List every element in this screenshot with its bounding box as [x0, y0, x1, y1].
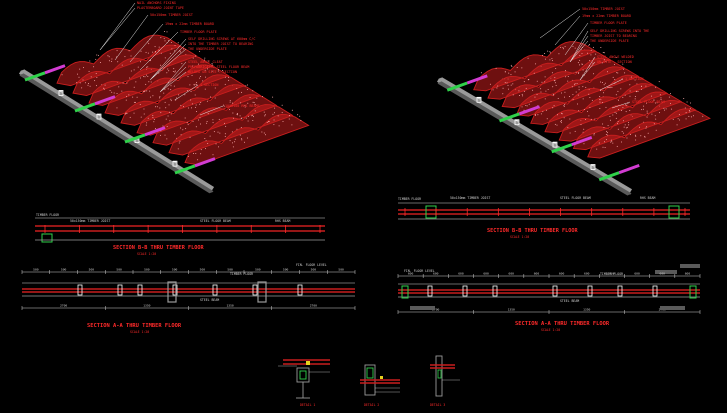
aa-left-dim-top-0: 500 — [33, 268, 39, 272]
aa-left-dim-bottom-2: 1350 — [227, 304, 234, 308]
section-bb-right-title: SECTION B-B THRU TIMBER FLOOR — [487, 228, 578, 234]
aa-left-label-floor: TIMBER FLOOR — [230, 272, 253, 276]
aa-left-dim-top-7: 500 — [227, 268, 233, 272]
bb-right-label-4: RHS BEAM — [640, 196, 655, 200]
aa-left-dim-top-6: 500 — [200, 268, 206, 272]
section-bb-left-scale: SCALE 1:20 — [137, 252, 156, 256]
section-aa-left-title: SECTION A-A THRU TIMBER FLOOR — [87, 323, 182, 329]
aa-right-dim-top-4: 600 — [509, 272, 515, 276]
aa-left-dim-top-8: 500 — [255, 268, 261, 272]
bb-right-label-1: TIMBER FLOOR — [398, 197, 421, 201]
detail-2-label: DETAIL 2 — [364, 403, 379, 407]
aa-left-label-beam: STEEL BEAM — [200, 298, 219, 302]
iso-left-note-3: 19mm x 22mm TIMBER BOARD — [165, 22, 214, 26]
aa-left-dim-top-4: 500 — [144, 268, 150, 272]
bb-right-label-3: STEEL FLOOR BEAM — [560, 196, 591, 200]
iso-left-note-10: WELDED ON SITE - SECTION — [188, 70, 237, 74]
aa-left-dim-top-1: 500 — [61, 268, 67, 272]
bb-left-label-2: 50x150mm TIMBER JOIST — [70, 219, 110, 223]
detail-1-label: DETAIL 1 — [300, 403, 315, 407]
aa-left-dim-top-10: 500 — [311, 268, 317, 272]
aa-right-dim-top-5: 600 — [534, 272, 540, 276]
aa-right-dim-top-6: 600 — [559, 272, 565, 276]
aa-left-dim-bottom-3: 2700 — [310, 304, 317, 308]
aa-left-dim-top-5: 500 — [172, 268, 178, 272]
iso-right-note-7: ON SITE - SECTION — [597, 60, 632, 64]
iso-right-note-3: SELF DRILLING SCREWS INTO THE — [590, 29, 649, 33]
aa-right-dim-top-3: 600 — [483, 272, 489, 276]
iso-right-note-6: STEEL ANGLE WELDED — [597, 55, 634, 59]
aa-left-dim-top-2: 500 — [89, 268, 95, 272]
aa-left-dim-top-3: 500 — [116, 268, 122, 272]
aa-right-label-beam: STEEL BEAM — [560, 299, 579, 303]
iso-left-note-4: TIMBER FLOOR PLATE — [180, 30, 217, 34]
section-aa-left-scale: SCALE 1:20 — [130, 330, 149, 334]
aa-right-dim-top-10: 600 — [660, 272, 666, 276]
aa-right-dim-top-11: 600 — [685, 272, 691, 276]
iso-left-note-12: 100x100 RHS BEAMS — [225, 104, 260, 108]
iso-left-note-5: SELF DRILLING SCREWS AT 600mm C/C — [188, 37, 255, 41]
aa-right-label-ffl: FIN. FLOOR LEVEL — [404, 269, 435, 273]
iso-left-note-2: 50x150mm TIMBER JOIST — [150, 13, 193, 17]
aa-left-dim-top-9: 500 — [283, 268, 289, 272]
iso-right-note-1: 19mm x 22mm TIMBER BOARD — [582, 14, 631, 18]
iso-left-note-11: 1 SECTION — [200, 83, 218, 87]
aa-right-label-floor: TIMBER FLOOR — [600, 272, 623, 276]
aa-left-dim-top-11: 500 — [338, 268, 344, 272]
iso-right-note-9: STEEL FLOOR BEAM — [632, 100, 665, 104]
iso-right-note-2: TIMBER FLOOR PLATE — [590, 21, 627, 25]
iso-right-note-0: 50x150mm TIMBER JOIST — [582, 7, 625, 11]
bb-left-label-4: RHS BEAM — [275, 219, 290, 223]
iso-left-note-0: NAIL ANCHORS FIXING — [137, 1, 176, 5]
iso-left-note-9: PREFABRICATED STEEL FLOOR BEAM — [188, 65, 249, 69]
iso-left-note-8: STEEL ANGLE CLEAT — [188, 60, 223, 64]
section-bb-left-title: SECTION B-B THRU TIMBER FLOOR — [113, 245, 204, 251]
aa-left-label-ffl: FIN. FLOOR LEVEL — [296, 263, 327, 267]
section-aa-right-title: SECTION A-A THRU TIMBER FLOOR — [515, 321, 610, 327]
iso-left-note-6: INTO THE TIMBER JOIST TO BEARING — [188, 42, 253, 46]
aa-right-dim-bottom-2: 1350 — [583, 308, 590, 312]
iso-left-note-1: PLASTERBOARD JOINT TAPE — [137, 6, 184, 10]
iso-right-note-8: 1 SECTION — [625, 77, 643, 81]
aa-right-dim-top-9: 600 — [634, 272, 640, 276]
aa-right-dim-bottom-1: 1350 — [508, 308, 515, 312]
bb-left-label-1: TIMBER FLOOR — [36, 213, 59, 217]
iso-right-note-4: TIMBER JOIST TO BEARING — [590, 34, 637, 38]
iso-right-note-5: THE UNDERSIDE PLATE — [590, 39, 629, 43]
detail-3-label: DETAIL 3 — [430, 403, 445, 407]
iso-left-note-7: THE UNDERSIDE PLATE — [188, 47, 227, 51]
section-aa-right-scale: SCALE 1:20 — [541, 328, 560, 332]
bb-left-label-3: STEEL FLOOR BEAM — [200, 219, 231, 223]
aa-left-dim-bottom-0: 2700 — [60, 304, 67, 308]
bb-right-label-2: 50x150mm TIMBER JOIST — [450, 196, 490, 200]
section-bb-right-scale: SCALE 1:20 — [510, 235, 529, 239]
aa-right-dim-top-2: 600 — [458, 272, 464, 276]
aa-right-dim-top-7: 600 — [584, 272, 590, 276]
aa-left-dim-bottom-1: 1350 — [143, 304, 150, 308]
